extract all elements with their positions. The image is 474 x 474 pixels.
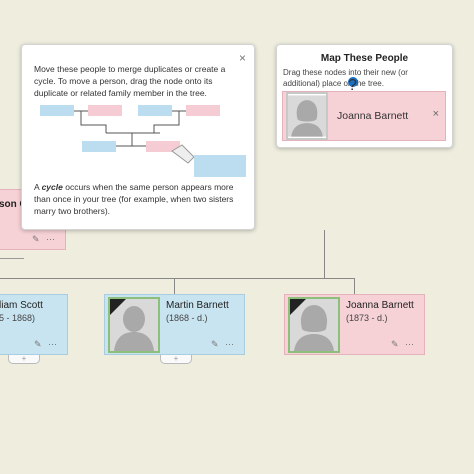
person-card-martin-barnett[interactable]: Martin Barnett (1868 - d.) ✎ ⋯ bbox=[104, 294, 245, 355]
merge-help-popup: × Move these people to merge duplicates … bbox=[21, 44, 255, 230]
avatar bbox=[288, 297, 340, 353]
cycle-word: cycle bbox=[41, 182, 63, 192]
cycle-prefix: A bbox=[34, 182, 40, 192]
corner-ribbon-icon bbox=[110, 299, 126, 315]
remove-icon[interactable]: × bbox=[432, 108, 439, 120]
edit-tools-icon[interactable]: ✎ ⋯ bbox=[33, 339, 59, 349]
popup-intro-text: Move these people to merge duplicates or… bbox=[34, 64, 226, 98]
person-name: son C bbox=[0, 199, 27, 210]
unmapped-person-node[interactable]: Joanna Barnett × bbox=[282, 91, 446, 141]
tree-diagram-illustration bbox=[40, 105, 246, 177]
tree-connector-martin bbox=[174, 278, 175, 294]
tree-connector-horizontal bbox=[0, 278, 354, 279]
person-name: Joanna Barnett bbox=[337, 110, 409, 122]
tree-connector-left bbox=[0, 258, 24, 259]
corner-ribbon-icon bbox=[290, 299, 306, 315]
panel-description: Drag these nodes into their new (or addi… bbox=[283, 68, 408, 88]
tree-connector-vertical bbox=[324, 230, 325, 278]
person-dates: (1868 - d.) bbox=[166, 313, 208, 323]
person-card-joanna-barnett[interactable]: Joanna Barnett (1873 - d.) ✎ ⋯ bbox=[284, 294, 425, 355]
person-name: liam Scott bbox=[0, 300, 43, 311]
cycle-explanation: occurs when the same person appears more… bbox=[34, 182, 234, 216]
avatar bbox=[286, 92, 328, 140]
tree-connector-joanna bbox=[354, 278, 355, 294]
person-dates: 5 - 1868) bbox=[0, 313, 36, 323]
female-silhouette-icon bbox=[288, 95, 326, 137]
edit-tools-icon[interactable]: ✎ ⋯ bbox=[31, 234, 57, 244]
avatar bbox=[108, 297, 160, 353]
person-name: Martin Barnett bbox=[166, 300, 229, 311]
expand-tab[interactable]: + bbox=[8, 355, 40, 364]
edit-tools-icon[interactable]: ✎ ⋯ bbox=[390, 339, 416, 349]
help-icon[interactable]: ? bbox=[348, 77, 358, 94]
panel-title: Map These People bbox=[320, 53, 409, 64]
edit-tools-icon[interactable]: ✎ ⋯ bbox=[210, 339, 236, 349]
map-these-people-panel: Map These People Drag these nodes into t… bbox=[276, 44, 453, 148]
person-dates: (1873 - d.) bbox=[346, 313, 388, 323]
person-name: Joanna Barnett bbox=[346, 300, 414, 311]
close-icon[interactable]: × bbox=[238, 51, 246, 65]
male-silhouette-icon bbox=[110, 299, 158, 351]
expand-tab[interactable]: + bbox=[160, 355, 192, 364]
popup-cycle-text: A cycle occurs when the same person appe… bbox=[34, 181, 246, 217]
person-card-william-scott[interactable]: liam Scott 5 - 1868) ✎ ⋯ bbox=[0, 294, 68, 355]
